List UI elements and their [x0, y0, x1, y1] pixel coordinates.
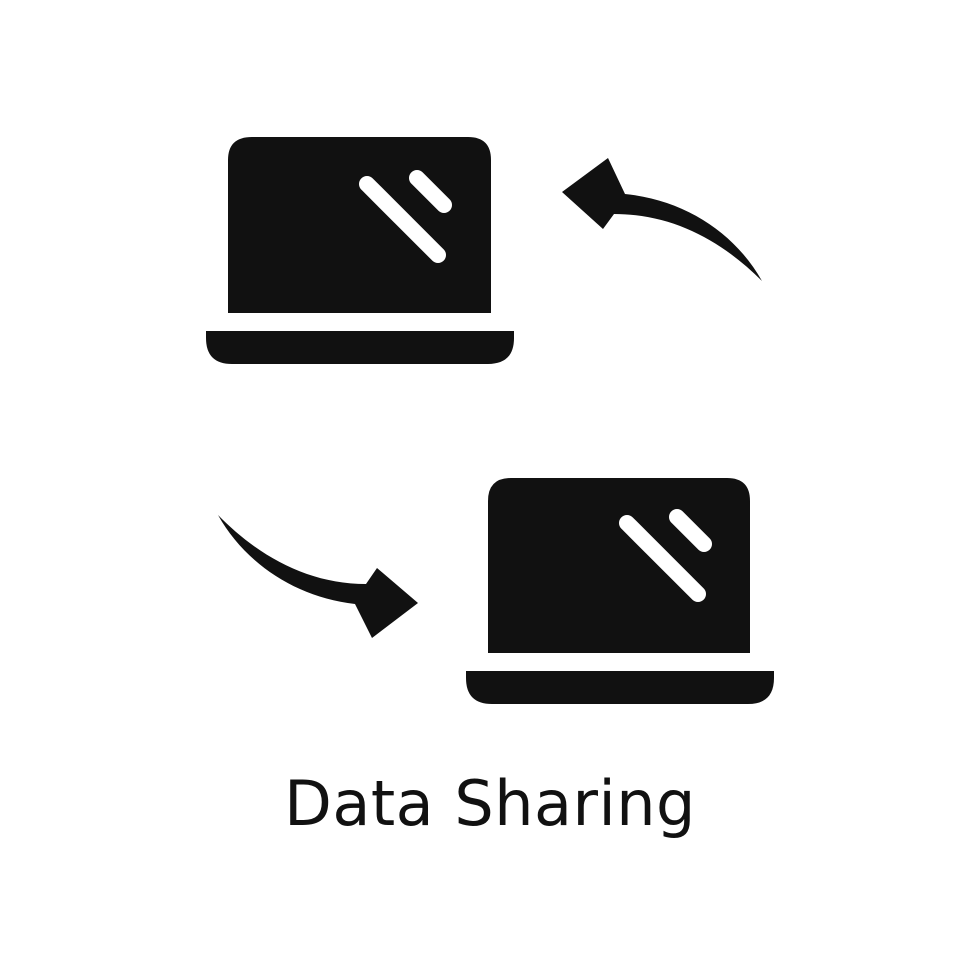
laptop-base — [206, 331, 514, 364]
screen-glare-long — [359, 176, 446, 263]
curved-arrow-left-icon — [562, 158, 762, 281]
screen-glare-short — [409, 170, 452, 213]
laptop-icon-top — [206, 137, 514, 364]
laptop-screen — [228, 137, 491, 313]
screen-glare-short — [669, 509, 712, 552]
curved-arrow-right-icon — [218, 515, 418, 638]
icon-caption: Data Sharing — [284, 767, 696, 840]
laptop-base — [466, 671, 774, 704]
laptop-icon-bottom — [466, 478, 774, 704]
laptop-screen — [488, 478, 750, 653]
screen-glare-long — [619, 515, 706, 602]
